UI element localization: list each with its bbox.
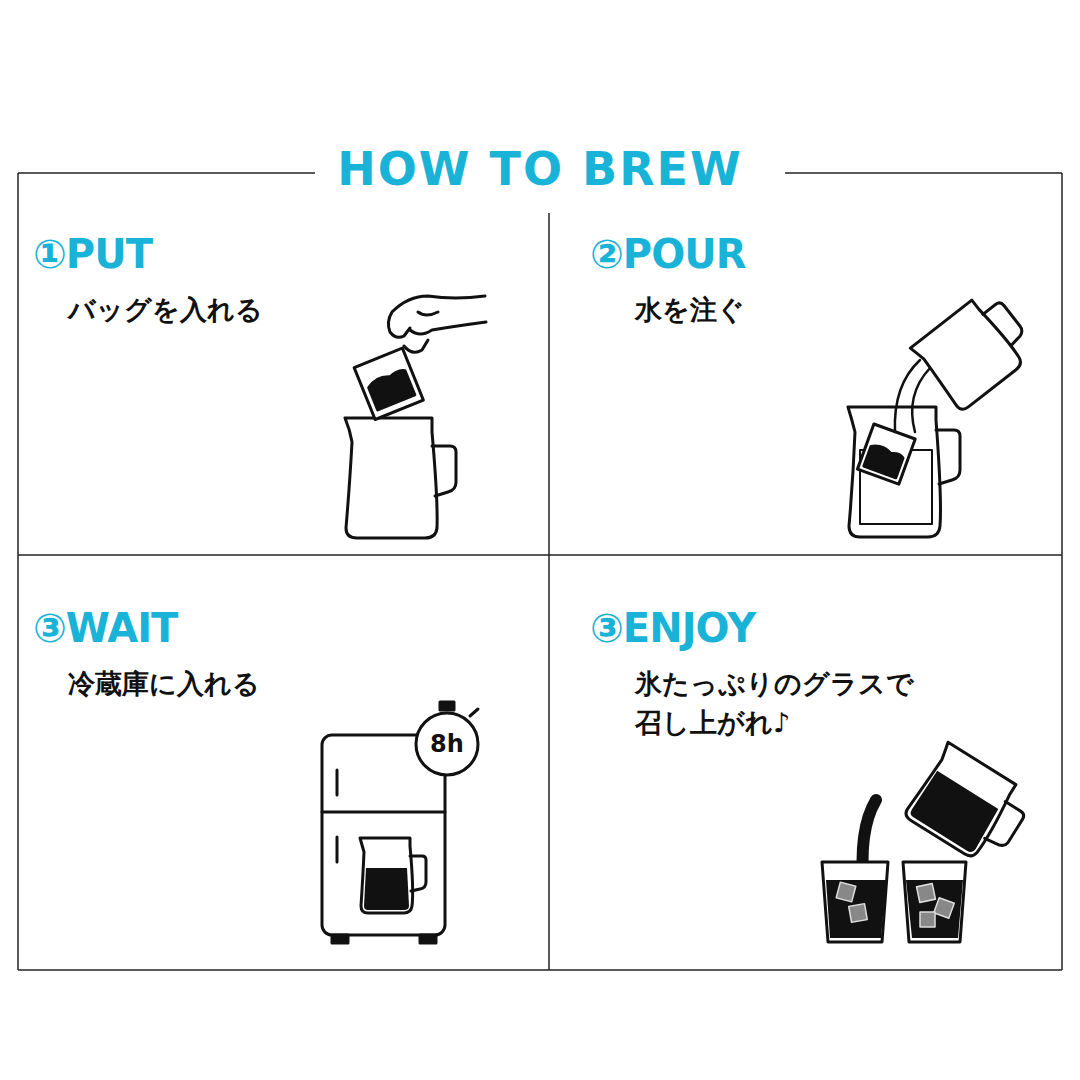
step-panel: ②POUR 水を注ぐ (590, 232, 1050, 329)
put-illustration (345, 296, 486, 538)
step-instruction: 冷蔵庫に入れる (68, 664, 428, 703)
step-heading: ③ENJOY (590, 606, 1050, 650)
step-instruction: バッグを入れる (68, 290, 428, 329)
step-heading: ③WAIT (33, 606, 533, 650)
step-heading: ②POUR (590, 232, 1050, 276)
timer-label: 8h (430, 730, 464, 758)
step-panel: ①PUT バッグを入れる (33, 232, 533, 329)
enjoy-illustration (822, 742, 1036, 942)
step-instruction: 水を注ぐ (635, 290, 995, 329)
pour-illustration (848, 287, 1040, 537)
diagram-title: HOW TO BREW (0, 142, 1080, 196)
step-panel: ③ENJOY 氷たっぷりのグラスで 召し上がれ♪ (590, 606, 1050, 742)
step-heading: ①PUT (33, 232, 533, 276)
step-instruction: 氷たっぷりのグラスで 召し上がれ♪ (635, 664, 935, 742)
wait-illustration (322, 702, 478, 943)
grid-frame (18, 173, 1062, 970)
step-panel: ③WAIT 冷蔵庫に入れる (33, 606, 533, 703)
